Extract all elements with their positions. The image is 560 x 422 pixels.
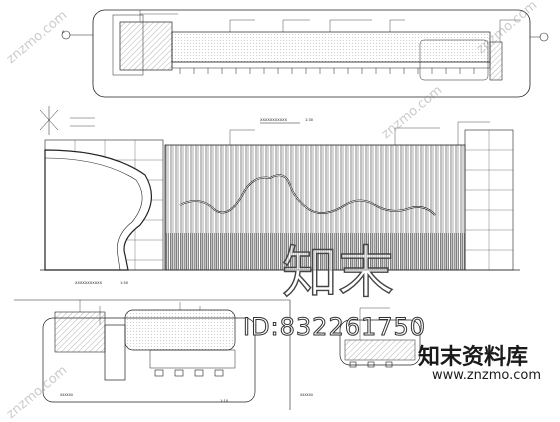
watermark-brand: 知末资料库 xyxy=(418,345,529,370)
watermark-url: www.znzmo.com xyxy=(432,368,542,383)
bottom-left-scale: 1:10 xyxy=(220,399,229,403)
elevation-scale: 1:30 xyxy=(305,118,314,122)
left-elevation-scale: 1:50 xyxy=(120,281,129,285)
watermark-logo: 知末 xyxy=(281,240,394,306)
elevation-title: XXXXXXXXXXX xyxy=(260,118,288,122)
watermark-id: ID:832261750 xyxy=(242,313,427,342)
bottom-left-label: XXXXXX xyxy=(60,393,74,397)
bottom-right-label: XXXXXX xyxy=(300,393,314,397)
left-elevation-title: XXXXXXXXXXX xyxy=(75,281,103,285)
section-marker: A xyxy=(62,30,65,34)
bottom-right-detail: XXXXXX xyxy=(289,300,421,410)
top-plan-detail xyxy=(61,9,549,98)
wall-elevation: XXXXXXXXXXX 1:30 xyxy=(39,106,520,285)
bottom-left-detail: XXXXXX 1:10 xyxy=(14,299,290,403)
